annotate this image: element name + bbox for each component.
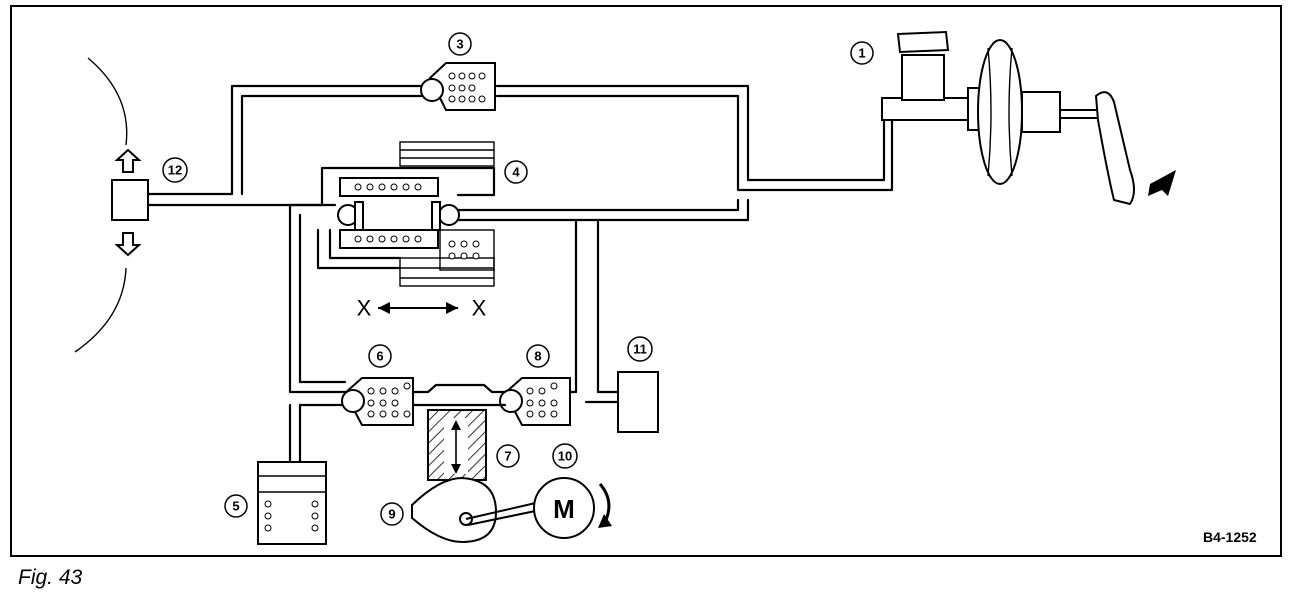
svg-text:9: 9 <box>388 507 395 522</box>
solenoid-valve-3 <box>420 62 496 111</box>
callout-4: 4 <box>504 160 528 184</box>
master-cylinder-1 <box>881 30 1176 206</box>
stroke-label-right: X <box>472 296 487 321</box>
callout-10: 10 <box>552 443 578 469</box>
damper-chamber-11 <box>617 371 659 433</box>
pump-valve-6 <box>341 377 414 426</box>
stroke-label-left: X <box>357 296 372 321</box>
figure-caption: Fig. 43 <box>18 566 83 589</box>
svg-text:11: 11 <box>633 342 647 357</box>
svg-text:7: 7 <box>504 449 511 464</box>
stroke-indicator: X X <box>357 296 487 321</box>
svg-text:1: 1 <box>858 46 865 61</box>
modulator-4 <box>316 141 495 287</box>
callout-8: 8 <box>526 344 550 368</box>
eccentric-cam-9 <box>411 476 541 544</box>
svg-text:3: 3 <box>456 37 463 52</box>
wheel-cylinder <box>111 148 149 257</box>
callout-5: 5 <box>224 494 248 518</box>
svg-text:8: 8 <box>534 349 541 364</box>
pump-valve-8 <box>499 377 571 426</box>
callout-9: 9 <box>380 502 404 526</box>
motor-label: M <box>553 494 575 524</box>
svg-text:6: 6 <box>376 349 383 364</box>
wheel-curve-lower <box>74 267 127 353</box>
callout-7: 7 <box>496 444 520 468</box>
motor-10: M <box>533 477 612 539</box>
callout-6: 6 <box>368 344 392 368</box>
callout-11: 11 <box>627 336 653 362</box>
reference-code: B4-1252 <box>1203 529 1257 545</box>
brake-lines <box>146 84 894 464</box>
pump-piston-7 <box>427 409 487 481</box>
svg-text:4: 4 <box>512 165 520 180</box>
callout-3: 3 <box>448 32 472 56</box>
diagram-frame <box>10 5 1282 557</box>
callout-12: 12 <box>162 157 188 183</box>
svg-text:10: 10 <box>558 449 572 464</box>
svg-text:12: 12 <box>168 163 182 178</box>
svg-text:5: 5 <box>232 499 239 514</box>
wheel-curve-upper <box>87 57 128 146</box>
reservoir-5 <box>257 461 327 545</box>
callout-1: 1 <box>850 41 874 65</box>
